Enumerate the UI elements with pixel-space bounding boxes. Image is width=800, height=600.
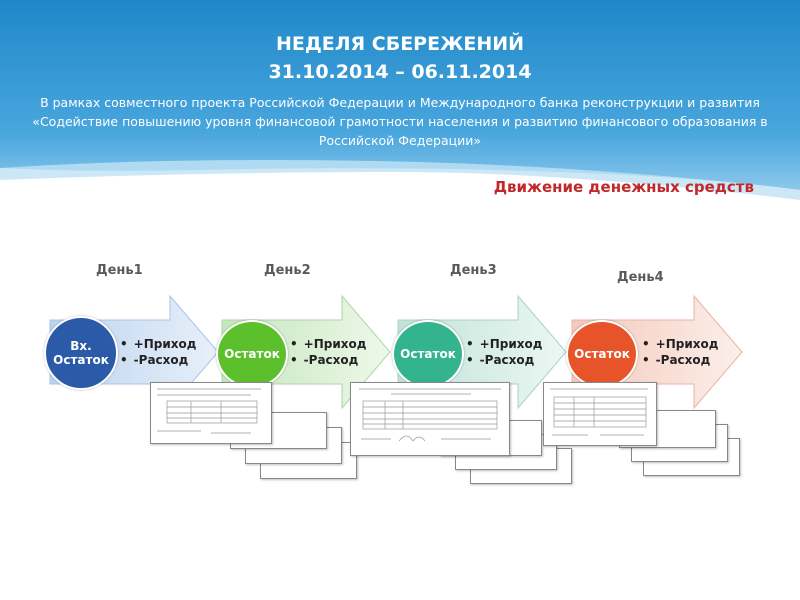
balance-circle-4: Остаток <box>566 320 638 388</box>
banner-background <box>0 0 800 200</box>
income-item: +Приход <box>290 336 367 352</box>
income-item: +Приход <box>466 336 543 352</box>
title-line-1: НЕДЕЛЯ СБЕРЕЖЕНИЙ <box>275 33 525 55</box>
document-lines-icon <box>157 388 261 434</box>
document-thumbnail <box>150 382 272 444</box>
subtitle: В рамках совместного проекта Российской … <box>32 95 768 148</box>
document-thumbnail <box>350 382 510 456</box>
stage-4: Остаток +Приход -Расход <box>562 292 744 412</box>
document-stack-1 <box>150 382 370 482</box>
document-stack-2 <box>350 382 580 484</box>
day-label-1: День1 <box>96 263 143 278</box>
balance-circle-3: Остаток <box>392 320 464 388</box>
page-title: НЕДЕЛЯ СБЕРЕЖЕНИЙ 31.10.2014 – 06.11.201… <box>0 30 800 86</box>
flow-list-2: +Приход -Расход <box>290 336 367 368</box>
document-thumbnail <box>543 382 657 446</box>
day-label-2: День2 <box>264 263 311 278</box>
flow-list-4: +Приход -Расход <box>642 336 719 368</box>
income-item: +Приход <box>642 336 719 352</box>
stage-1: Вх. Остаток +Приход -Расход <box>40 292 220 412</box>
document-lines-icon <box>550 388 648 436</box>
flow-list-3: +Приход -Расход <box>466 336 543 368</box>
expense-item: -Расход <box>642 352 718 368</box>
document-lines-icon <box>359 388 501 442</box>
stage-3: Остаток +Приход -Расход <box>388 292 568 412</box>
header-banner <box>0 0 800 200</box>
expense-item: -Расход <box>120 352 196 368</box>
income-item: +Приход <box>120 336 197 352</box>
stage-2: Остаток +Приход -Расход <box>212 292 392 412</box>
title-line-2: 31.10.2014 – 06.11.2014 <box>268 61 532 83</box>
expense-item: -Расход <box>290 352 366 368</box>
document-stack-3 <box>543 382 763 482</box>
flow-list-1: +Приход -Расход <box>120 336 197 368</box>
diagram-title: Движение денежных средств <box>493 178 754 196</box>
balance-circle-2: Остаток <box>216 320 288 388</box>
day-label-3: День3 <box>450 263 497 278</box>
balance-circle-1: Вх. Остаток <box>44 316 118 390</box>
expense-item: -Расход <box>466 352 542 368</box>
day-label-4: День4 <box>617 270 664 285</box>
